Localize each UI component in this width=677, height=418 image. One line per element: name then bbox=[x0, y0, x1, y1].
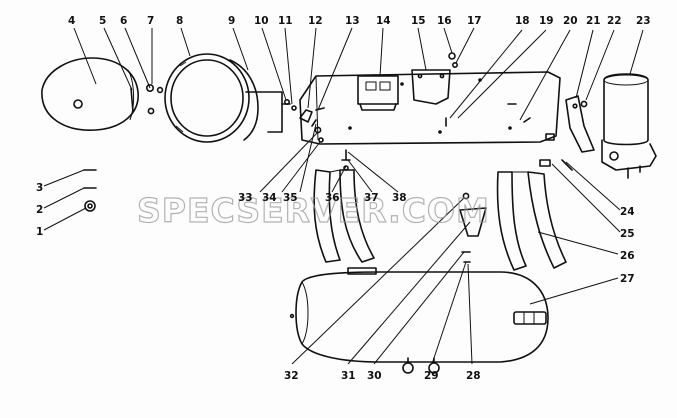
mounting-bracket bbox=[229, 59, 291, 141]
callout-10: 10 bbox=[254, 15, 269, 27]
callout-20: 20 bbox=[563, 15, 578, 27]
callout-15: 15 bbox=[411, 15, 426, 27]
air-dryer bbox=[601, 73, 657, 179]
cap-hardware bbox=[146, 84, 164, 115]
watermark: SPECSERVER.COM bbox=[137, 191, 490, 230]
strap-left bbox=[313, 169, 375, 263]
callout-13: 13 bbox=[345, 15, 360, 27]
nut-and-washer bbox=[448, 52, 458, 68]
callout-24: 24 bbox=[620, 206, 635, 218]
callout-27: 27 bbox=[620, 273, 635, 285]
leader-lines bbox=[43, 27, 644, 365]
callout-33: 33 bbox=[238, 192, 253, 204]
callout-6: 6 bbox=[120, 15, 127, 27]
callout-34: 34 bbox=[262, 192, 277, 204]
callout-25: 25 bbox=[620, 228, 635, 240]
frame-rail bbox=[299, 71, 561, 145]
callout-12: 12 bbox=[308, 15, 323, 27]
callout-28: 28 bbox=[466, 370, 481, 382]
dryer-bracket bbox=[565, 95, 595, 153]
callout-23: 23 bbox=[636, 15, 651, 27]
callout-31: 31 bbox=[341, 370, 356, 382]
fastener-set-upper bbox=[283, 99, 325, 123]
tank-end-cap bbox=[41, 57, 139, 131]
fittings bbox=[539, 133, 573, 171]
callout-1: 1 bbox=[36, 226, 43, 238]
cover-plate bbox=[411, 69, 451, 105]
callout-2: 2 bbox=[36, 204, 43, 216]
left-small-parts bbox=[83, 169, 97, 212]
callout-4: 4 bbox=[68, 15, 75, 27]
callout-18: 18 bbox=[515, 15, 530, 27]
callout-32: 32 bbox=[284, 370, 299, 382]
callout-labels: 4 5 6 7 8 9 10 11 12 13 14 15 16 17 18 1… bbox=[36, 15, 651, 382]
callout-30: 30 bbox=[367, 370, 382, 382]
callout-22: 22 bbox=[607, 15, 622, 27]
callout-14: 14 bbox=[376, 15, 391, 27]
callout-29: 29 bbox=[424, 370, 439, 382]
callout-19: 19 bbox=[539, 15, 554, 27]
callout-38: 38 bbox=[392, 192, 407, 204]
callout-36: 36 bbox=[325, 192, 340, 204]
callout-16: 16 bbox=[437, 15, 452, 27]
callout-17: 17 bbox=[467, 15, 482, 27]
callout-11: 11 bbox=[278, 15, 293, 27]
callout-9: 9 bbox=[228, 15, 235, 27]
valve-block bbox=[357, 75, 399, 111]
washer bbox=[580, 100, 588, 108]
strap-right bbox=[496, 171, 567, 271]
callout-37: 37 bbox=[364, 192, 379, 204]
callout-8: 8 bbox=[176, 15, 183, 27]
bolt-set bbox=[445, 103, 531, 127]
callout-35: 35 bbox=[283, 192, 298, 204]
clamp-ring bbox=[164, 53, 250, 143]
callout-26: 26 bbox=[620, 250, 635, 262]
callout-5: 5 bbox=[99, 15, 106, 27]
callout-21: 21 bbox=[586, 15, 601, 27]
air-tank bbox=[289, 267, 549, 374]
callout-7: 7 bbox=[147, 15, 154, 27]
callout-3: 3 bbox=[36, 182, 43, 194]
